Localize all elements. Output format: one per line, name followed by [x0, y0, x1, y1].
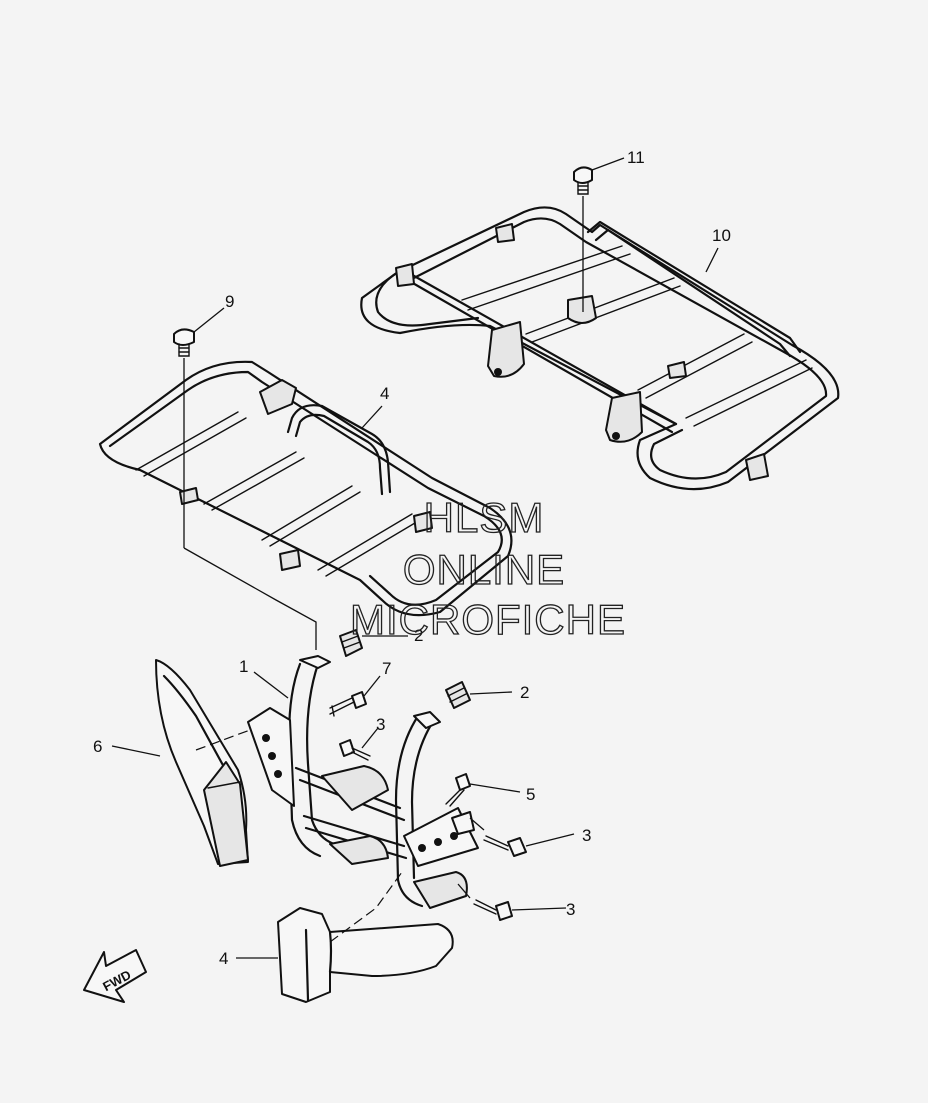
bolt-9: [173, 307, 225, 548]
callout-2-lower: 2: [520, 683, 529, 702]
callout-3-lower: 3: [566, 900, 575, 919]
forward-arrow-icon: FWD: [83, 949, 147, 1003]
bolt-3-lower: [457, 883, 567, 921]
callout-9: 9: [225, 292, 234, 311]
callout-5: 5: [526, 785, 535, 804]
front-frame: [247, 655, 479, 909]
grommet-2-lower: [445, 681, 513, 709]
callout-1: 1: [239, 657, 248, 676]
callout-labels: 11 10 9 4 2 1 7 2 3 6 5 3 3 4: [93, 148, 731, 968]
rear-carrier: [360, 206, 840, 491]
screw-5: [445, 773, 521, 807]
callout-3-upper: 3: [376, 715, 385, 734]
side-cover-6: [111, 659, 251, 867]
bolt-3-upper: [339, 727, 379, 761]
callout-4-lower: 4: [219, 949, 228, 968]
bolt-11: [573, 157, 625, 312]
callout-4-upper: 4: [380, 384, 389, 403]
watermark-line-1: HLSM: [424, 494, 545, 541]
callout-6: 6: [93, 737, 102, 756]
callout-10: 10: [712, 226, 731, 245]
bolt-3-mid: [469, 817, 575, 857]
front-guard-4: [236, 871, 454, 1003]
callout-3-mid: 3: [582, 826, 591, 845]
callout-11: 11: [627, 148, 645, 167]
screw-7: [329, 675, 381, 717]
callout-7: 7: [382, 659, 391, 678]
watermark-line-2: ONLINE: [403, 546, 565, 593]
grommet-2-upper: [339, 629, 363, 657]
watermark: HLSM ONLINE MICROFICHE: [349, 493, 626, 643]
watermark-line-3: MICROFICHE: [350, 596, 626, 643]
callout-2-upper: 2: [414, 626, 423, 645]
